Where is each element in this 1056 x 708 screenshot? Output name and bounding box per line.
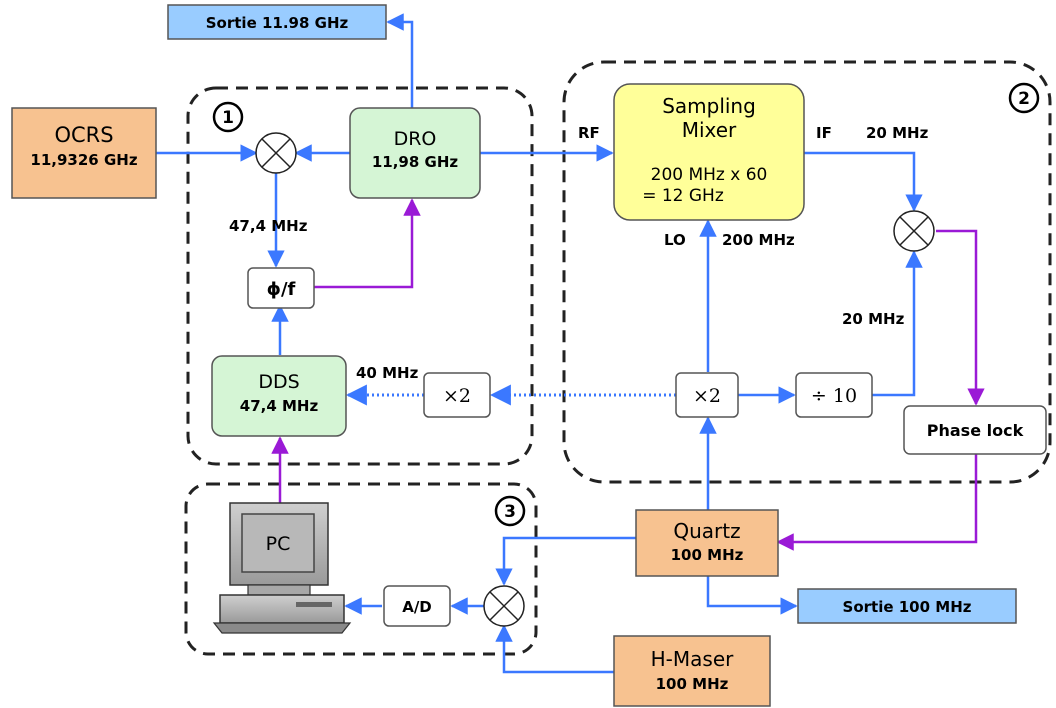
label-40-mhz: 40 MHz bbox=[356, 364, 419, 382]
mixer-1 bbox=[255, 132, 297, 174]
sortie-ghz-label: Sortie 11.98 GHz bbox=[206, 14, 349, 32]
pc-label: PC bbox=[266, 533, 291, 555]
pc-icon: PC bbox=[212, 502, 352, 634]
label-47-4-mhz: 47,4 MHz bbox=[229, 217, 308, 235]
ad-converter-box: A/D bbox=[383, 585, 451, 627]
label-lo: LO bbox=[664, 231, 686, 249]
region-1-border bbox=[186, 86, 534, 466]
divider-10-box: ÷ 10 bbox=[795, 372, 873, 418]
divider-10-label: ÷ 10 bbox=[811, 385, 857, 407]
mixer-3 bbox=[483, 585, 525, 627]
region-3-border bbox=[184, 482, 538, 656]
quartz-frequency: 100 MHz bbox=[671, 546, 744, 564]
sampling-mixer-line4: = 12 GHz bbox=[642, 186, 724, 206]
region-2-border bbox=[562, 60, 1052, 484]
wire-div10-to-mixer2 bbox=[872, 250, 923, 397]
label-20-mhz-top: 20 MHz bbox=[866, 124, 929, 142]
wire-phase-freq-to-dro bbox=[314, 198, 421, 289]
multiplier-x2-right: ×2 bbox=[675, 372, 739, 418]
sampling-mixer-line2: Mixer bbox=[682, 118, 737, 142]
label-20-mhz-mid: 20 MHz bbox=[842, 310, 905, 328]
ocrs-box: OCRS 11,9326 GHz bbox=[11, 107, 157, 199]
svg-text:3: 3 bbox=[504, 502, 516, 522]
sortie-mhz-box: Sortie 100 MHz bbox=[797, 588, 1017, 624]
dro-title: DRO bbox=[394, 128, 437, 150]
ocrs-title: OCRS bbox=[54, 123, 113, 147]
wire-quartz-to-mixer3 bbox=[495, 536, 636, 586]
h-maser-box: H-Maser 100 MHz bbox=[613, 635, 771, 707]
sortie-ghz-box: Sortie 11.98 GHz bbox=[167, 4, 387, 40]
svg-text:2: 2 bbox=[1018, 89, 1030, 109]
wire-phase-lock-to-quartz bbox=[776, 454, 978, 551]
phase-freq-label: ϕ/f bbox=[267, 279, 296, 300]
sampling-mixer-line1: Sampling bbox=[662, 94, 756, 118]
wire-dro-to-sortie-ghz bbox=[386, 13, 414, 108]
quartz-title: Quartz bbox=[673, 519, 740, 543]
wire-hmaser-to-mixer3 bbox=[495, 624, 614, 674]
label-if: IF bbox=[816, 124, 832, 142]
svg-text:1: 1 bbox=[222, 108, 234, 128]
region-1-badge: 1 bbox=[212, 101, 244, 133]
wire-sampling-to-mixer2 bbox=[804, 151, 923, 212]
ocrs-frequency: 11,9326 GHz bbox=[30, 151, 137, 169]
dds-box: DDS 47,4 MHz bbox=[211, 355, 347, 437]
region-3-badge: 3 bbox=[494, 495, 526, 527]
h-maser-title: H-Maser bbox=[651, 647, 734, 671]
multiplier-x2-left-label: ×2 bbox=[443, 385, 471, 407]
region-2-badge: 2 bbox=[1008, 82, 1040, 114]
multiplier-x2-right-label: ×2 bbox=[693, 385, 721, 407]
dro-box: DRO 11,98 GHz bbox=[349, 107, 481, 199]
dro-frequency: 11,98 GHz bbox=[372, 153, 459, 171]
multiplier-x2-left: ×2 bbox=[423, 372, 491, 418]
phase-freq-detector-box: ϕ/f bbox=[247, 267, 315, 309]
sampling-mixer-line3: 200 MHz x 60 bbox=[651, 165, 768, 185]
phase-lock-box: Phase lock bbox=[903, 405, 1047, 455]
sampling-mixer-box: Sampling Mixer 200 MHz x 60 = 12 GHz bbox=[613, 83, 805, 221]
ad-converter-label: A/D bbox=[402, 598, 432, 616]
sortie-mhz-label: Sortie 100 MHz bbox=[843, 598, 972, 616]
wire-mixer2-to-phase-lock bbox=[936, 229, 985, 406]
wire-quartz-to-sortie-mhz bbox=[706, 576, 798, 615]
quartz-box: Quartz 100 MHz bbox=[635, 509, 779, 577]
dds-frequency: 47,4 MHz bbox=[240, 397, 319, 415]
label-rf: RF bbox=[578, 124, 600, 142]
dds-title: DDS bbox=[258, 371, 299, 393]
h-maser-frequency: 100 MHz bbox=[656, 675, 729, 693]
label-200-mhz: 200 MHz bbox=[722, 231, 795, 249]
mixer-2 bbox=[893, 210, 935, 252]
phase-lock-label: Phase lock bbox=[927, 421, 1024, 440]
